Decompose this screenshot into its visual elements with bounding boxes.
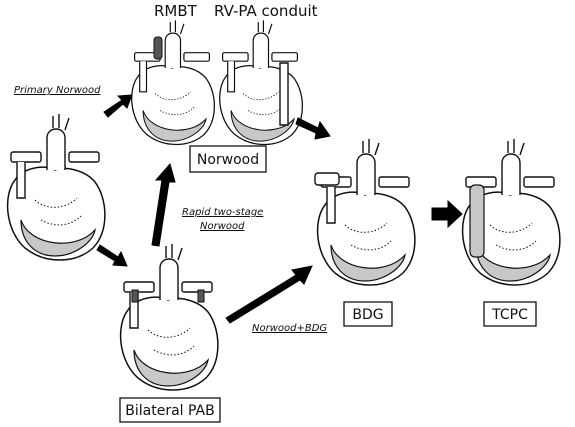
box-bdg-label: BDG xyxy=(352,307,383,323)
box-tcpc-label: TCPC xyxy=(491,307,528,323)
route-norwood-bdg: Norwood+BDG xyxy=(252,323,327,334)
route-primary-norwood: Primary Norwood xyxy=(14,85,101,96)
bdg-heart-illustration xyxy=(314,138,416,286)
route-rapid-line2: Norwood xyxy=(200,221,245,232)
box-norwood: Norwood xyxy=(189,145,267,173)
arrow-norwood-to-bdg xyxy=(295,117,331,140)
label-rmbt: RMBT xyxy=(154,2,198,20)
box-norwood-label: Norwood xyxy=(197,152,259,168)
label-rvpa-conduit: RV-PA conduit xyxy=(214,2,318,20)
rmbt-heart-illustration xyxy=(131,19,216,146)
pab-heart-illustration xyxy=(119,243,219,391)
tcpc-conduit xyxy=(469,184,485,258)
box-bdg: BDG xyxy=(343,301,393,327)
initial-heart-illustration xyxy=(6,113,106,261)
tcpc-heart-illustration xyxy=(461,138,561,286)
rmbt-shunt xyxy=(153,36,163,60)
arrow-pab-to-bdg xyxy=(225,265,313,324)
box-tcpc: TCPC xyxy=(483,301,537,327)
arrow-pab-to-norwood xyxy=(151,162,176,247)
route-rapid-line1: Rapid two-stage xyxy=(182,207,263,218)
arrow-to-pab xyxy=(96,244,128,267)
rvpa-heart-illustration xyxy=(219,19,304,146)
arrow-to-norwood xyxy=(103,94,133,118)
box-bilateral-pab-label: Bilateral PAB xyxy=(125,403,214,419)
arrow-bdg-to-tcpc xyxy=(431,199,463,229)
box-bilateral-pab: Bilateral PAB xyxy=(119,397,221,423)
rvpa-conduit xyxy=(279,62,289,126)
